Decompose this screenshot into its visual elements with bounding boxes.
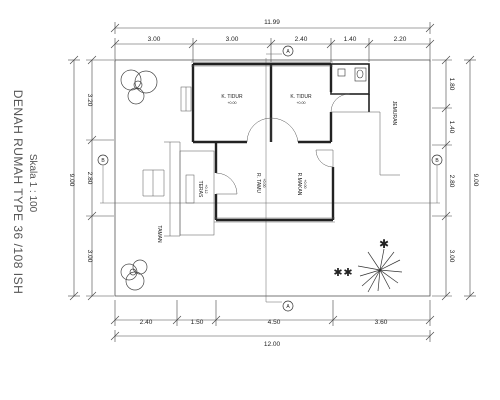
interior-details [142,86,400,237]
dim-right-seg-3: 2.80 [448,175,455,188]
dim-right-seg-2: 1.40 [448,121,455,134]
dim-bottom-seg-4: 3.60 [375,319,388,326]
tree-icon [120,69,158,105]
room-living: R. TAMU +0.00 [255,173,266,193]
jemuran-label: JEMURAN [391,101,397,126]
dim-left-seg-2: 2.80 [86,172,93,185]
section-b-left-label: B [101,158,105,164]
room-terrace: TERAS +0.12 [197,181,208,198]
dim-bottom-total: 12.00 [264,341,281,348]
section-marker-a-bottom: A [282,300,294,312]
dim-left-seg-3: 3.00 [86,250,93,263]
dim-top-seg-5: 2.20 [394,36,407,43]
dimension-labels: 11.99 3.00 3.00 2.40 1.40 2.20 2.40 1.50… [68,19,479,348]
section-marker-b-left: B [97,154,109,166]
room-bed2-name: K. TIDUR [290,94,312,100]
section-b-right-label: B [435,158,439,164]
building-walls [191,62,370,222]
dim-bottom-seg-1: 2.40 [140,319,153,326]
room-dining-name: R.MAKAN [296,173,302,196]
palm-plant-icon [357,248,403,293]
room-bed1: K. TIDUR +0.00 [221,94,243,105]
dim-bottom-seg-3: 4.50 [268,319,281,326]
dim-top-seg-2: 3.00 [226,36,239,43]
section-a-top-label: A [286,49,290,55]
svg-text:✱: ✱ [343,267,352,279]
section-marker-a-top: A [282,45,294,57]
room-living-level: +0.00 [262,178,266,187]
wall-hatching [191,61,335,223]
bathroom-fixtures [337,67,367,82]
room-dining: R.MAKAN +0.00 [296,173,307,196]
taman-label: TAMAN [156,225,162,243]
room-terrace-name: TERAS [197,181,203,198]
room-bed2: K. TIDUR +0.00 [290,94,312,105]
room-bed1-level: +0.00 [227,101,236,105]
room-bed2-level: +0.00 [296,101,305,105]
drawing-title: DENAH RUMAH TYPE 36 /108 ISH [11,90,25,295]
dim-left-total: 9.00 [68,174,75,187]
dim-left-seg-1: 3.20 [86,94,93,107]
dim-top-seg-1: 3.00 [148,36,161,43]
room-terrace-level: +0.12 [204,184,208,193]
dim-top-total: 11.99 [264,19,280,26]
section-marker-b-right: B [431,154,443,166]
room-living-name: R. TAMU [255,173,261,193]
dim-top-seg-4: 1.40 [344,36,357,43]
room-bed1-name: K. TIDUR [221,94,243,100]
dim-right-total: 9.00 [472,174,479,187]
svg-text:✱: ✱ [333,267,342,279]
dim-right-seg-4: 3.00 [448,250,455,263]
dimension-lines [68,22,476,342]
drawing-scale: Skala 1 : 100 [27,154,38,213]
svg-text:✱: ✱ [379,237,389,251]
dim-top-seg-3: 2.40 [295,36,308,43]
section-lines [100,53,440,303]
dim-right-seg-1: 1.80 [448,78,455,91]
room-dining-level: +0.00 [303,179,307,188]
star-plant-icon: ✱ ✱ ✱ [333,237,389,279]
tree-icon [120,259,148,291]
section-a-bottom-label: A [286,304,290,310]
site-boundary [114,59,431,297]
dim-bottom-seg-2: 1.50 [191,319,204,326]
